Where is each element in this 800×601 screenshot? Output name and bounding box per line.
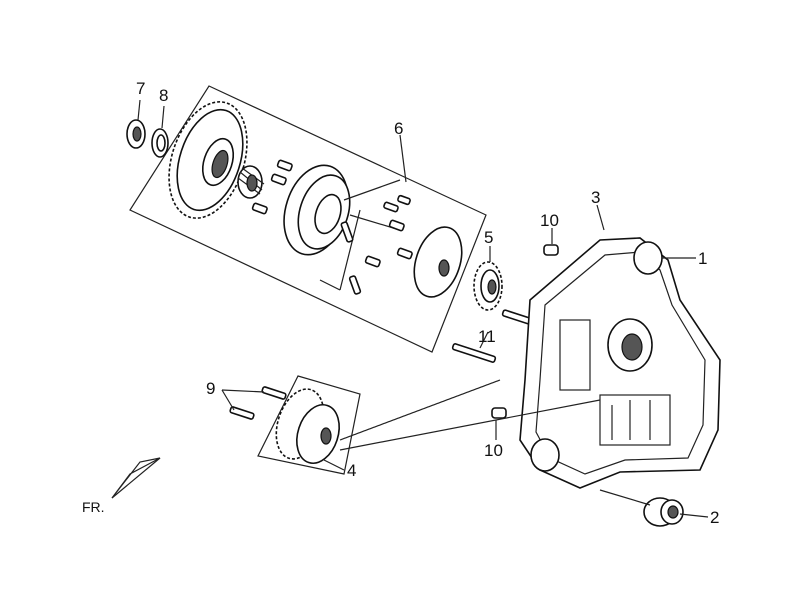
springs-and-plungers — [319, 179, 413, 295]
clutch-plate — [413, 226, 463, 298]
bushing — [643, 497, 684, 527]
front-direction-label: FR. — [82, 499, 105, 515]
callout-8: 8 — [159, 86, 168, 105]
oil-seal — [126, 119, 146, 149]
callout-10-top: 10 — [540, 211, 559, 230]
needle-bearing — [237, 165, 265, 199]
washer — [151, 128, 169, 158]
starter-gear — [168, 101, 248, 219]
assembly-6-frame — [129, 85, 487, 353]
callout-11: 11 — [478, 327, 496, 346]
callout-2: 2 — [710, 508, 719, 527]
callout-3: 3 — [591, 188, 600, 207]
pins-left — [251, 159, 293, 215]
dowel-pin-top — [543, 244, 559, 256]
callout-4: 4 — [347, 461, 356, 480]
callout-6: 6 — [394, 119, 403, 138]
direction-arrow-icon — [111, 457, 161, 499]
crankcase-cover — [519, 237, 721, 489]
oil-pump-gear — [275, 388, 340, 464]
callout-7: 7 — [136, 79, 145, 98]
callout-5: 5 — [484, 228, 493, 247]
callout-10-bottom: 10 — [484, 441, 503, 460]
dowel-pin-bottom — [491, 407, 507, 419]
assembly-4-frame — [257, 375, 361, 475]
one-way-clutch-housing — [283, 164, 351, 256]
idle-gear — [473, 261, 503, 311]
screws-9 — [229, 386, 287, 420]
callout-1: 1 — [698, 249, 707, 268]
leader-lines — [137, 99, 709, 518]
callout-9: 9 — [206, 379, 215, 398]
